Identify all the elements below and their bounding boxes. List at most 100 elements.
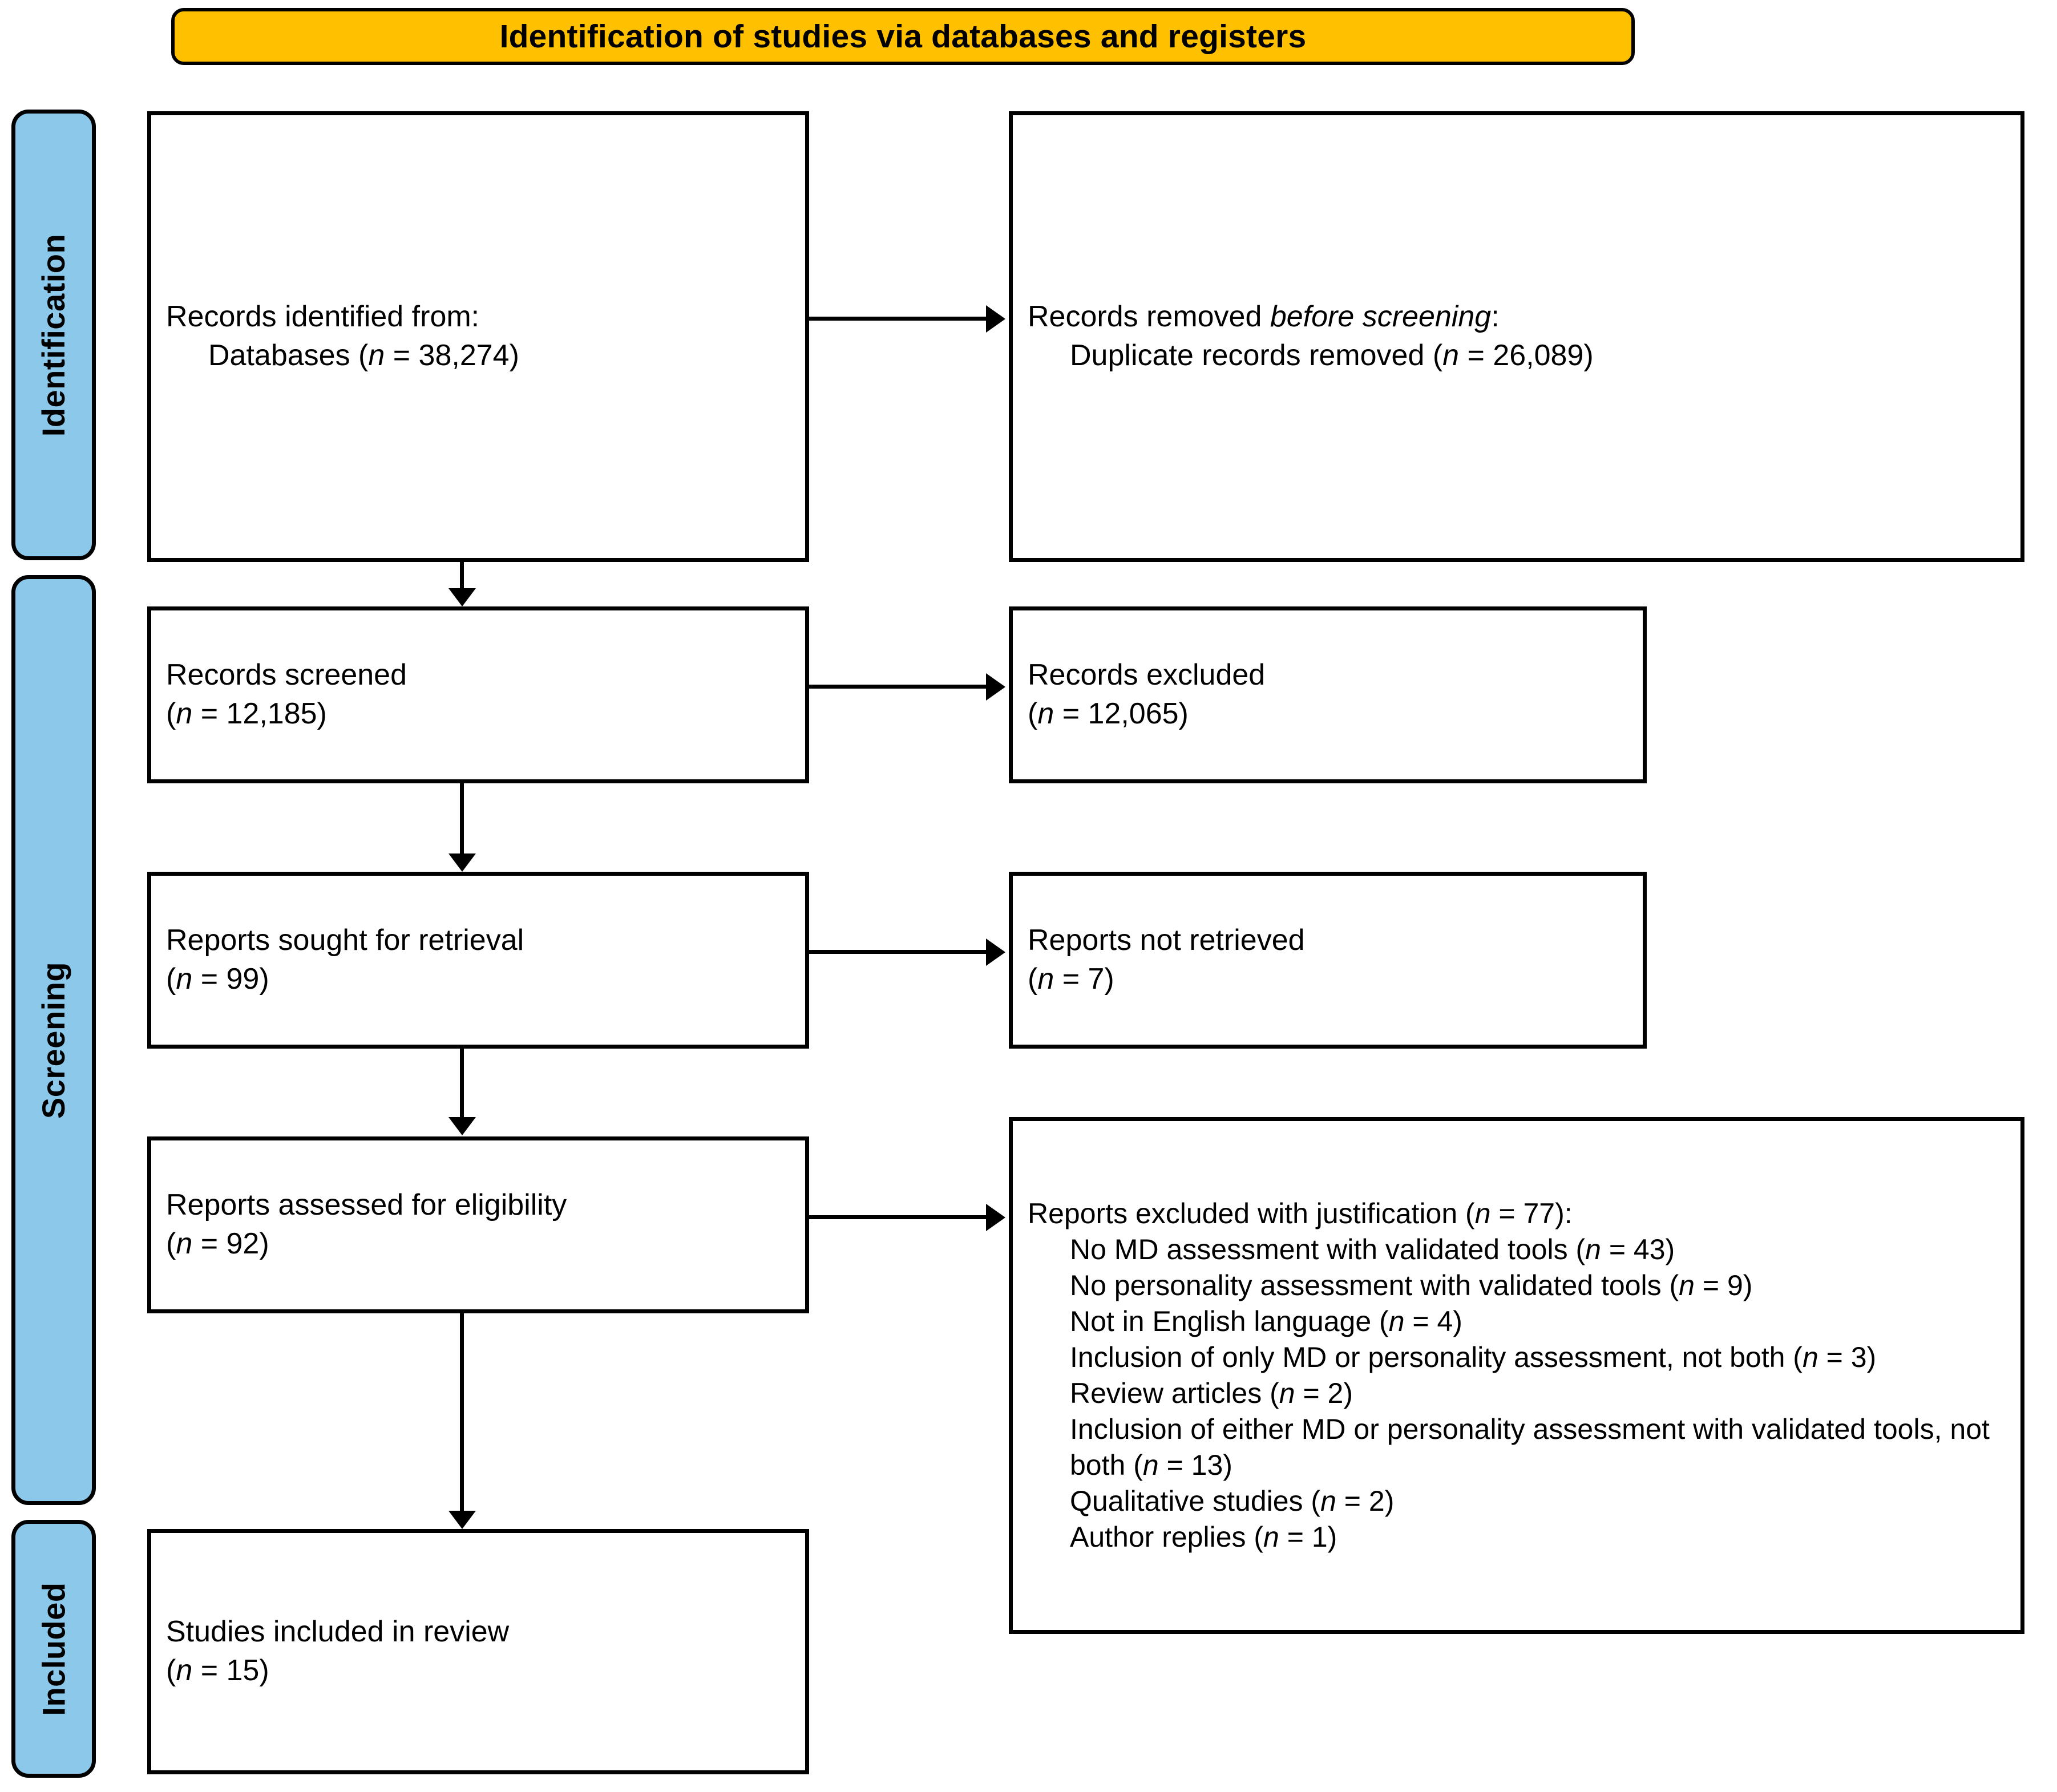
box-reports-not-retrieved-text: Reports not retrieved (n = 7)	[1013, 921, 1643, 998]
box-reports-assessed: Reports assessed for eligibility (n = 92…	[147, 1136, 809, 1313]
exclusion-reason-item: Review articles (n = 2)	[1028, 1376, 2006, 1411]
duplicate-removed-prefix: Duplicate records removed (	[1070, 339, 1443, 372]
reports-not-retrieved-n-suffix: = 7)	[1054, 962, 1114, 996]
diagram-header-banner: Identification of studies via databases …	[171, 8, 1635, 65]
box-studies-included: Studies included in review (n = 15)	[147, 1529, 809, 1774]
exclusion-reason-5-prefix: Inclusion of either MD or personality as…	[1070, 1413, 1990, 1481]
box-records-excluded-text: Records excluded (n = 12,065)	[1013, 656, 1643, 733]
stage-label-identification-text: Identification	[35, 233, 72, 436]
reports-assessed-n-suffix: = 92)	[192, 1227, 269, 1260]
reports-sought-line1: Reports sought for retrieval	[166, 924, 524, 957]
duplicate-removed-italic: n	[1442, 339, 1460, 372]
studies-included-n-prefix: (	[166, 1654, 176, 1687]
exclusion-reason-1-suffix: = 9)	[1694, 1269, 1753, 1301]
box-studies-included-text: Studies included in review (n = 15)	[151, 1613, 805, 1690]
arrow-identified-to-removed	[809, 317, 987, 321]
stage-label-included-text: Included	[35, 1581, 72, 1716]
exclusion-reason-item: No MD assessment with validated tools (n…	[1028, 1232, 2006, 1268]
reports-assessed-n-prefix: (	[166, 1227, 176, 1260]
box-records-screened-text: Records screened (n = 12,185)	[151, 656, 805, 733]
arrow-identified-to-screened	[460, 562, 464, 589]
exclusion-reason-0-suffix: = 43)	[1601, 1233, 1675, 1265]
reports-not-retrieved-line1: Reports not retrieved	[1028, 924, 1305, 957]
box-records-removed: Records removed before screening: Duplic…	[1009, 111, 2024, 562]
arrow-sought-to-assessed	[460, 1049, 464, 1118]
exclusion-reason-item: Inclusion of only MD or personality asse…	[1028, 1340, 2006, 1376]
studies-included-n-italic: n	[176, 1654, 193, 1687]
exclusion-reason-7-suffix: = 1)	[1279, 1521, 1337, 1553]
records-removed-prefix: Records removed	[1028, 300, 1270, 334]
arrow-screened-to-excluded	[809, 685, 987, 689]
records-removed-italic: before screening	[1270, 300, 1492, 334]
records-excluded-n-suffix: = 12,065)	[1054, 697, 1189, 730]
exclusion-reason-4-prefix: Review articles (	[1070, 1377, 1279, 1409]
exclusion-reason-2-italic: n	[1388, 1305, 1405, 1337]
box-records-excluded: Records excluded (n = 12,065)	[1009, 606, 1647, 783]
box-reports-not-retrieved: Reports not retrieved (n = 7)	[1009, 872, 1647, 1049]
exclusion-reason-6-suffix: = 2)	[1336, 1485, 1395, 1517]
arrow-assessed-to-justification	[809, 1215, 987, 1219]
justification-heading-italic: n	[1474, 1198, 1491, 1229]
records-identified-line1: Records identified from:	[166, 300, 480, 334]
reports-sought-n-italic: n	[176, 962, 193, 996]
exclusion-reason-0-italic: n	[1585, 1233, 1601, 1265]
exclusion-reason-3-prefix: Inclusion of only MD or personality asse…	[1070, 1341, 1803, 1373]
diagram-title: Identification of studies via databases …	[499, 18, 1307, 55]
box-reports-sought-text: Reports sought for retrieval (n = 99)	[151, 921, 805, 998]
records-screened-n-prefix: (	[166, 697, 176, 730]
stage-label-screening-text: Screening	[35, 961, 72, 1119]
duplicate-removed-suffix: = 26,089)	[1459, 339, 1594, 372]
studies-included-n-suffix: = 15)	[192, 1654, 269, 1687]
exclusion-reason-6-prefix: Qualitative studies (	[1070, 1485, 1321, 1517]
justification-heading-suffix: = 77):	[1490, 1198, 1573, 1229]
stage-label-identification: Identification	[11, 110, 96, 560]
records-excluded-line1: Records excluded	[1028, 658, 1266, 692]
exclusion-reason-7-italic: n	[1263, 1521, 1279, 1553]
exclusion-reason-4-italic: n	[1279, 1377, 1295, 1409]
reports-assessed-n-italic: n	[176, 1227, 193, 1260]
box-records-removed-text: Records removed before screening: Duplic…	[1013, 298, 2020, 375]
exclusion-reason-3-italic: n	[1802, 1341, 1818, 1373]
exclusion-reason-5-italic: n	[1142, 1449, 1159, 1481]
reports-not-retrieved-n-prefix: (	[1028, 962, 1038, 996]
box-records-identified-text: Records identified from: Databases (n = …	[151, 298, 805, 375]
studies-included-line1: Studies included in review	[166, 1615, 510, 1649]
reports-sought-n-suffix: = 99)	[192, 962, 269, 996]
reports-assessed-line1: Reports assessed for eligibility	[166, 1188, 567, 1222]
exclusion-reason-1-italic: n	[1679, 1269, 1695, 1301]
records-identified-db-prefix: Databases (	[208, 339, 369, 372]
records-screened-n-suffix: = 12,185)	[192, 697, 327, 730]
exclusion-reason-6-italic: n	[1320, 1485, 1336, 1517]
exclusion-reason-2-prefix: Not in English language (	[1070, 1305, 1389, 1337]
records-excluded-n-italic: n	[1037, 697, 1054, 730]
justification-heading-prefix: Reports excluded with justification (	[1028, 1198, 1475, 1229]
exclusion-reason-1-prefix: No personality assessment with validated…	[1070, 1269, 1679, 1301]
box-records-screened: Records screened (n = 12,185)	[147, 606, 809, 783]
exclusion-reason-4-suffix: = 2)	[1295, 1377, 1353, 1409]
box-records-identified: Records identified from: Databases (n = …	[147, 111, 809, 562]
records-identified-db-suffix: = 38,274)	[385, 339, 519, 372]
exclusion-reason-3-suffix: = 3)	[1818, 1341, 1877, 1373]
exclusion-reason-item: Author replies (n = 1)	[1028, 1519, 2006, 1555]
records-screened-line1: Records screened	[166, 658, 407, 692]
exclusion-reason-2-suffix: = 4)	[1404, 1305, 1462, 1337]
arrow-sought-to-not-retrieved	[809, 950, 987, 954]
arrow-assessed-to-included	[460, 1313, 464, 1512]
box-reports-sought: Reports sought for retrieval (n = 99)	[147, 872, 809, 1049]
box-reports-excluded-justification: Reports excluded with justification (n =…	[1009, 1117, 2024, 1634]
records-identified-db-italic: n	[368, 339, 385, 372]
arrow-screened-to-sought	[460, 783, 464, 855]
exclusion-reason-5-suffix: = 13)	[1158, 1449, 1232, 1481]
stage-label-screening: Screening	[11, 575, 96, 1505]
exclusion-reason-item: Inclusion of either MD or personality as…	[1028, 1411, 2006, 1483]
box-reports-assessed-text: Reports assessed for eligibility (n = 92…	[151, 1186, 805, 1263]
exclusion-reason-0-prefix: No MD assessment with validated tools (	[1070, 1233, 1586, 1265]
records-screened-n-italic: n	[176, 697, 193, 730]
reports-sought-n-prefix: (	[166, 962, 176, 996]
box-reports-excluded-justification-text: Reports excluded with justification (n =…	[1013, 1196, 2020, 1555]
exclusion-reason-item: Qualitative studies (n = 2)	[1028, 1483, 2006, 1519]
stage-label-included: Included	[11, 1520, 96, 1778]
exclusion-reason-item: No personality assessment with validated…	[1028, 1268, 2006, 1304]
reports-not-retrieved-n-italic: n	[1037, 962, 1054, 996]
